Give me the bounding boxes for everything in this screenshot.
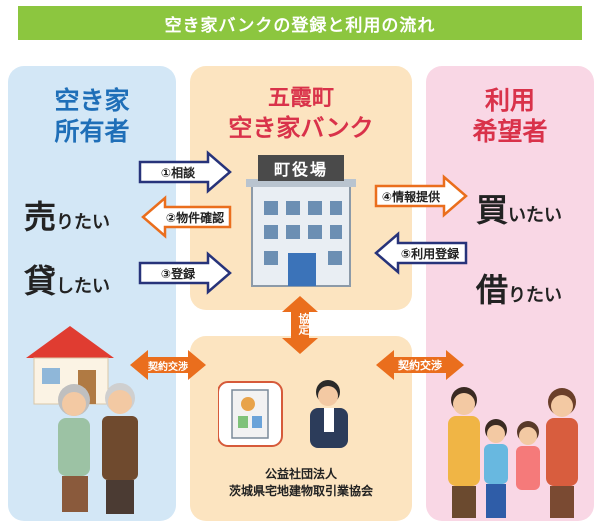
owner-panel	[8, 66, 176, 521]
town-hall-icon	[246, 155, 356, 287]
contract-left-arrow	[130, 350, 206, 380]
confirm-arrow	[141, 195, 232, 239]
use-register-arrow	[374, 231, 468, 275]
owner-heading: 空き家 所有者	[8, 85, 176, 147]
contract-right-arrow	[376, 350, 464, 380]
user-borrow-big: 借	[476, 271, 509, 309]
bank-heading: 五霞町 空き家バンク	[190, 85, 412, 143]
owner-lend-big: 貸	[24, 262, 57, 300]
register-label: ③登録	[160, 266, 196, 281]
page-title: 空き家バンクの登録と利用の流れ	[18, 6, 582, 40]
owner-heading-line1: 空き家	[54, 86, 130, 115]
owner-sell-big: 売	[24, 198, 57, 236]
organization-line1: 公益社団法人	[264, 467, 337, 481]
user-heading-line2: 希望者	[472, 117, 548, 146]
confirm-label: ②物件確認	[165, 210, 225, 225]
contract-left-label: 契約交渉	[148, 361, 188, 373]
user-heading: 利用 希望者	[426, 85, 594, 147]
user-buy-small: いたい	[508, 205, 563, 226]
elderly-couple-icon	[58, 383, 138, 514]
agreement-label: 協定	[297, 313, 310, 335]
use-register-label: ⑤利用登録	[400, 246, 460, 261]
user-borrow: 借りたい	[476, 265, 562, 311]
user-borrow-small: りたい	[508, 285, 563, 306]
house-icon	[26, 326, 114, 405]
owner-heading-line2: 所有者	[54, 117, 130, 146]
owner-lend-small: したい	[56, 276, 111, 297]
owner-lend: 貸したい	[24, 256, 110, 302]
contract-right-label: 契約交渉	[398, 359, 442, 372]
bank-heading-line1: 五霞町	[267, 86, 334, 111]
organization-line2: 茨城県宅地建物取引業協会	[228, 484, 373, 498]
consult-arrow	[138, 150, 232, 194]
provide-arrow	[374, 174, 468, 218]
register-arrow	[138, 251, 232, 295]
town-hall-illustration: 町役場	[240, 155, 362, 288]
consult-label: ①相談	[160, 165, 196, 180]
owner-sell: 売りたい	[24, 192, 110, 238]
building-sign: 町役場	[273, 160, 328, 179]
bank-heading-line2: 空き家バンク	[228, 114, 374, 142]
user-heading-line1: 利用	[484, 86, 535, 115]
agreement-arrow	[282, 296, 318, 354]
agent-illustration	[218, 380, 348, 448]
owner-sell-small: りたい	[56, 212, 111, 233]
family-icon	[448, 387, 578, 518]
user-buy-big: 買	[476, 191, 509, 229]
provide-label: ④情報提供	[381, 189, 441, 204]
organization-name: 公益社団法人 茨城県宅地建物取引業協会	[190, 466, 412, 500]
user-buy: 買いたい	[476, 185, 562, 231]
